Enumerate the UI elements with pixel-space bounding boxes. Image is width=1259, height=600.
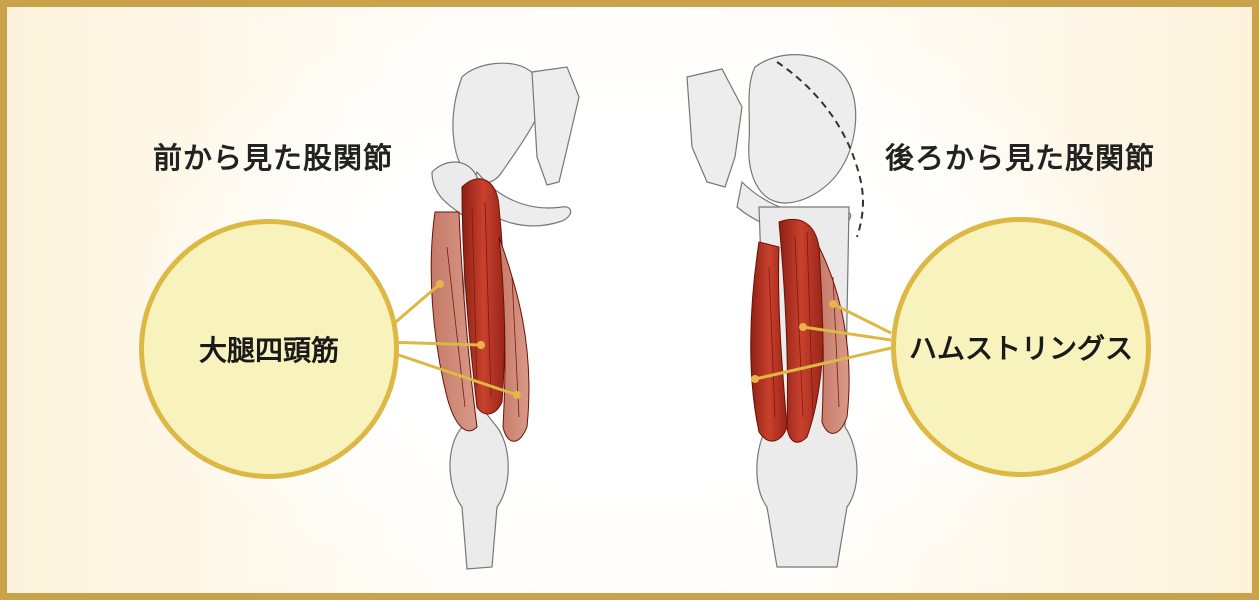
quadriceps-marker xyxy=(477,341,485,349)
hamstrings-marker xyxy=(751,375,759,383)
hamstrings-label: ハムストリングス xyxy=(909,327,1133,367)
hamstrings-marker xyxy=(799,323,807,331)
quadriceps-label: 大腿四頭筋 xyxy=(199,329,339,369)
quadriceps-marker xyxy=(513,391,521,399)
quadriceps-marker xyxy=(436,280,444,288)
quadriceps-label-bubble: 大腿四頭筋 xyxy=(139,219,399,479)
hamstrings-label-bubble: ハムストリングス xyxy=(891,217,1151,477)
hamstrings-marker xyxy=(829,300,837,308)
